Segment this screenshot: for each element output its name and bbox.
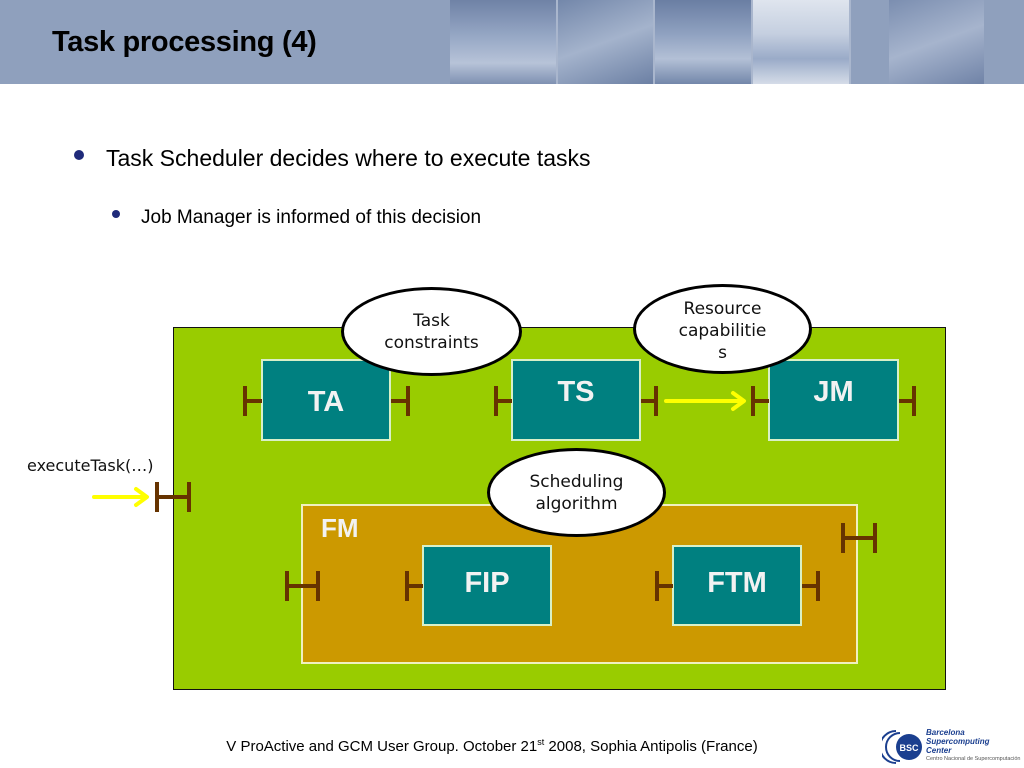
component-ta: TA [261,359,391,441]
header-photo [450,0,558,84]
server-interface-ts [494,386,512,416]
component-jm: JM [768,359,899,441]
footer-text: V ProActive and GCM User Group. October … [0,737,984,755]
header-photo [753,0,851,84]
footer-text-rest: 2008, Sophia Antipolis (France) [544,738,758,755]
execute-task-label: executeTask(…) [27,456,154,475]
callout-resource-capabilities: Resource capabilitie s [633,284,812,374]
bsc-logo-name: Barcelona Supercomputing Center [926,728,990,755]
arrow-execute-task [92,487,149,507]
bsc-badge-text: BSC [899,743,919,753]
footer-ordinal: st [537,737,545,747]
header-photo-strip [450,0,1024,84]
bsc-logo: BSC Barcelona Supercomputing Center Cent… [882,727,1022,767]
component-fip-label: FIP [464,567,510,599]
header-photo [889,0,984,84]
component-jm-label: JM [813,375,854,408]
component-fip: FIP [422,545,552,626]
logo-line: Supercomputing [926,737,990,746]
component-ftm-label: FTM [707,567,767,599]
header-banner [0,0,1024,84]
client-interface-fm [841,523,877,553]
component-ftm: FTM [672,545,802,626]
fm-label: FM [321,513,359,543]
server-interface-fm [285,571,320,601]
client-interface-ftm [802,571,820,601]
callout-line: constraints [384,332,479,353]
bullet-text: Task Scheduler decides where to execute … [106,145,591,171]
callout-task-constraints: Task constraints [341,287,522,376]
callout-line: capabilitie [678,321,767,341]
client-interface-jm [899,386,916,416]
bullet-text: Job Manager is informed of this decision [141,207,482,228]
callout-line: Scheduling [529,471,624,492]
server-interface-ftm [655,571,673,601]
callout-line: Resource [683,299,762,319]
component-ts-label: TS [557,375,595,408]
server-interface-ta [243,386,262,416]
client-interface-ts [641,386,658,416]
server-interface-outer [155,482,191,512]
bsc-logo-subtitle: Centro Nacional de Supercomputación [926,756,1021,762]
header-photo [655,0,753,84]
component-ta-label: TA [307,385,345,418]
callout-line: algorithm [535,493,618,514]
header-photo [558,0,655,84]
logo-line: Center [926,746,952,755]
header-photo-gap [851,0,889,84]
server-interface-jm [751,386,769,416]
bullet-dot-icon [74,150,84,160]
callout-line: Task [413,310,450,331]
arrow-ts-to-jm [664,391,746,411]
component-ts: TS [511,359,641,441]
footer-text-main: V ProActive and GCM User Group. October … [226,738,538,755]
bullet-dot-icon [112,210,120,218]
callout-line: s [718,343,727,363]
server-interface-fip [405,571,423,601]
client-interface-ta [391,386,410,416]
slide-title: Task processing (4) [52,26,317,58]
logo-line: Barcelona [926,728,965,737]
callout-scheduling-algorithm: Scheduling algorithm [487,448,666,537]
bsc-logo-icon: BSC [882,730,922,764]
